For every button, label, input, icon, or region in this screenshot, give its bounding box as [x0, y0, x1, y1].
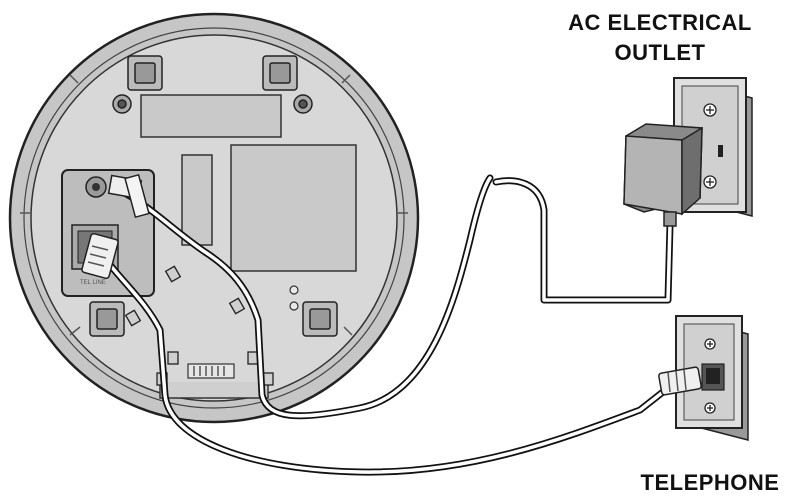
screws	[112, 94, 313, 114]
telephone-label: TELEPHONE	[640, 470, 780, 495]
telephone-cord	[96, 248, 672, 476]
telephone-plug	[81, 232, 119, 280]
indicator-holes	[289, 285, 299, 311]
connection-diagram: TEL LINE	[8, 12, 753, 476]
power-cord	[111, 174, 674, 420]
ac-outlet-label-line1: AC ELECTRICAL	[568, 10, 752, 35]
vent-slots	[187, 363, 235, 379]
tel-line-label: TEL LINE	[80, 280, 106, 286]
rubber-feet	[89, 55, 338, 337]
wall-phone-jack-icon	[675, 315, 749, 441]
power-adapter-icon	[623, 123, 703, 227]
power-plug	[107, 173, 150, 219]
label-recesses	[140, 94, 357, 272]
wall-jack-plug	[658, 366, 702, 396]
ac-outlet-label-line2: OUTLET	[614, 40, 706, 65]
